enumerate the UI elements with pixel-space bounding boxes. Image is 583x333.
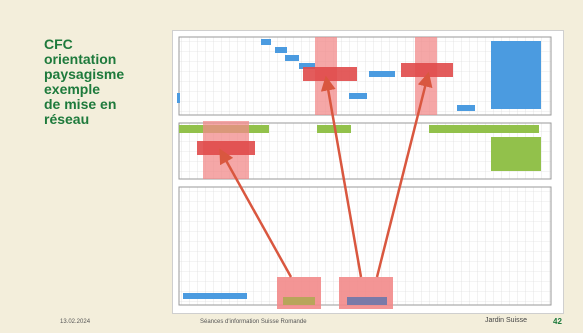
footer-event: Séances d'information Suisse Romande [200, 319, 307, 325]
task-bar [369, 71, 395, 77]
link-arrow [219, 148, 293, 278]
highlight-label-box [303, 67, 357, 81]
footer-date: 13.02.2024 [60, 319, 91, 325]
diagram-svg [177, 36, 552, 309]
gantt-panel-bottom [178, 186, 552, 309]
page-number: 42 [553, 317, 562, 326]
slide-title: CFC orientation paysagisme exemple de mi… [44, 36, 125, 127]
task-bar [457, 105, 475, 111]
node-detail [283, 297, 315, 305]
network-diagram [172, 30, 564, 314]
highlight-label-box [197, 141, 255, 155]
task-bar [177, 93, 180, 103]
link-arrow [320, 75, 363, 278]
task-bar [275, 47, 287, 53]
task-bar [349, 93, 367, 99]
task-bar [299, 63, 315, 69]
node-detail [347, 297, 387, 305]
green-bar [429, 125, 539, 133]
link-arrow [375, 71, 433, 278]
task-bar [261, 39, 271, 45]
gantt-panel-middle [178, 121, 552, 180]
task-bar [183, 293, 247, 299]
summary-block-green [491, 137, 541, 171]
task-bar [285, 55, 299, 61]
highlight-label-box [401, 63, 453, 77]
jardin-suisse-logo: Jardin Suisse [485, 317, 528, 324]
summary-block-blue [491, 41, 541, 109]
link-arrows [219, 71, 433, 278]
gantt-panel-top [177, 36, 552, 116]
